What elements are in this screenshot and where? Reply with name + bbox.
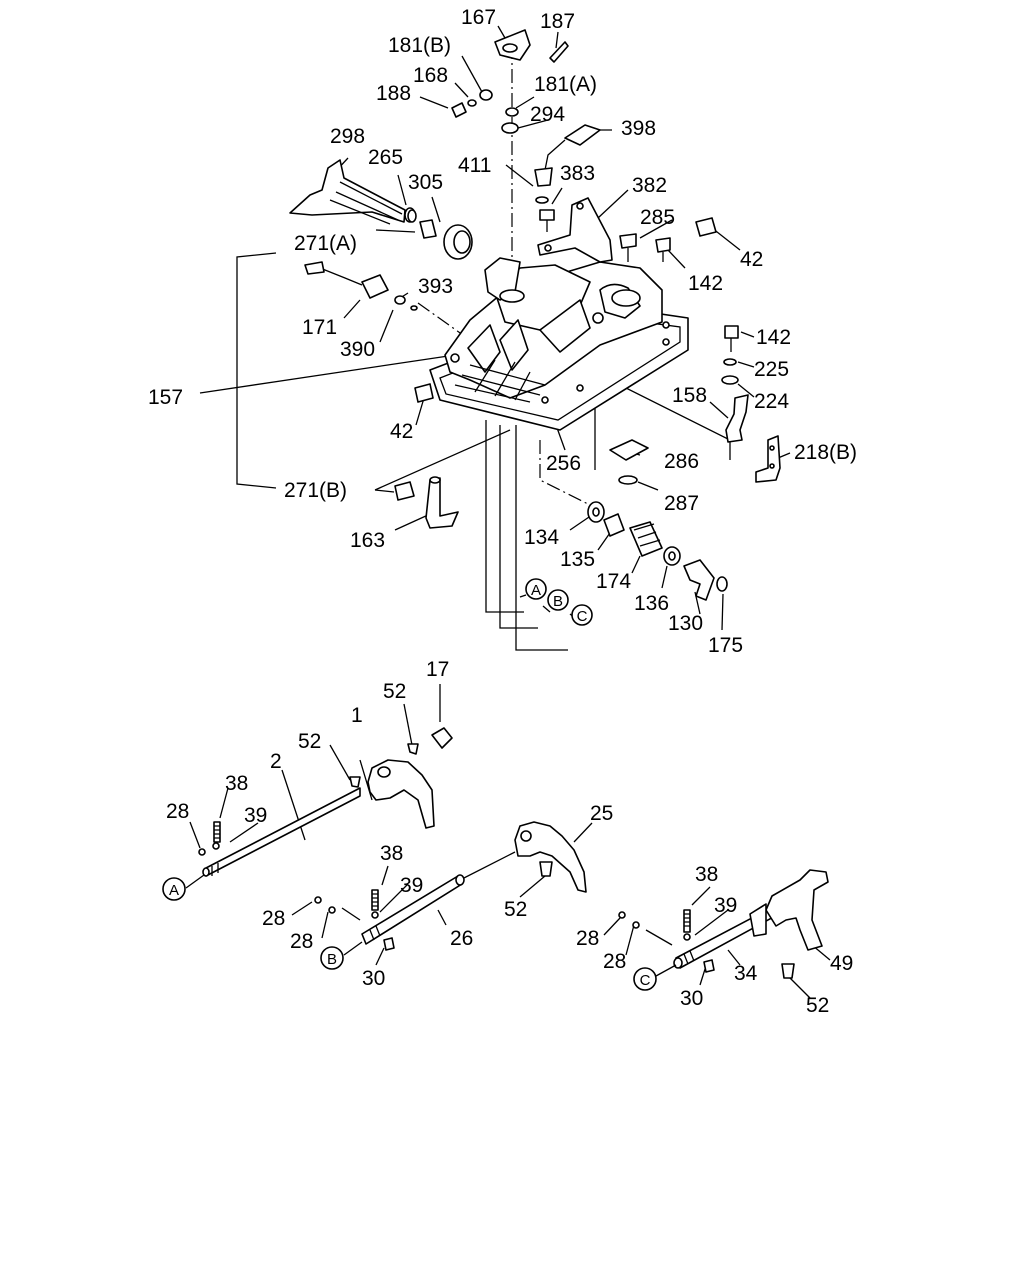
lever-158 — [725, 394, 749, 443]
part-label-167: 167 — [461, 6, 496, 29]
part-label-17: 17 — [426, 658, 449, 681]
part-label-174: 174 — [596, 570, 631, 593]
shift-fork-assembly — [185, 727, 829, 979]
part-label-305: 305 — [408, 171, 443, 194]
part-label-42b: 42 — [390, 420, 413, 443]
part-label-52d: 52 — [806, 994, 829, 1017]
part-label-382: 382 — [632, 174, 667, 197]
part-label-28a: 28 — [166, 800, 189, 823]
part-label-287: 287 — [664, 492, 699, 515]
bracket-218b — [755, 435, 781, 483]
spring-38a — [213, 821, 221, 843]
shift-shaft-298 — [289, 159, 406, 223]
part-label-390: 390 — [340, 338, 375, 361]
part-label-42a: 42 — [740, 248, 763, 271]
part-label-25: 25 — [590, 802, 613, 825]
part-label-271b: 271(B) — [284, 479, 347, 502]
part-label-286: 286 — [664, 450, 699, 473]
part-labels: 167 187 181(B) 168 181(A) 188 294 398 29… — [148, 6, 857, 1017]
circled-markers: A B C A B C — [162, 578, 657, 991]
shift-fork-49 — [765, 869, 829, 951]
circle-marker-b1: B — [547, 589, 569, 611]
part-label-181a: 181(A) — [534, 73, 597, 96]
shift-fork-25 — [514, 821, 587, 893]
circle-label-b2: B — [327, 951, 337, 968]
pin-163 — [425, 477, 459, 529]
part-label-39a: 39 — [244, 804, 267, 827]
part-label-175: 175 — [708, 634, 743, 657]
part-label-28e: 28 — [603, 950, 626, 973]
part-label-142b: 142 — [756, 326, 791, 349]
part-label-49: 49 — [830, 952, 853, 975]
circle-label-b1: B — [553, 593, 563, 610]
part-label-188: 188 — [376, 82, 411, 105]
circle-marker-c2: C — [633, 967, 657, 991]
circle-marker-b2: B — [320, 946, 344, 970]
part-label-224: 224 — [754, 390, 789, 413]
circle-label-a1: A — [531, 582, 541, 599]
part-label-39c: 39 — [714, 894, 737, 917]
part-label-38b: 38 — [380, 842, 403, 865]
part-label-294: 294 — [530, 103, 565, 126]
part-label-134: 134 — [524, 526, 559, 549]
part-label-142a: 142 — [688, 272, 723, 295]
part-label-39b: 39 — [400, 874, 423, 897]
part-label-135: 135 — [560, 548, 595, 571]
circle-marker-a1: A — [525, 578, 547, 600]
part-label-130: 130 — [668, 612, 703, 635]
part-label-52a: 52 — [383, 680, 406, 703]
part-label-38a: 38 — [225, 772, 248, 795]
part-label-30a: 30 — [362, 967, 385, 990]
circle-label-c1: C — [577, 608, 588, 625]
part-label-187: 187 — [540, 10, 575, 33]
leader-lines — [189, 25, 831, 999]
part-label-136: 136 — [634, 592, 669, 615]
shift-rod-2 — [205, 787, 361, 877]
part-label-218b: 218(B) — [794, 441, 857, 464]
part-label-158: 158 — [672, 384, 707, 407]
part-label-26: 26 — [450, 927, 473, 950]
part-label-30b: 30 — [680, 987, 703, 1010]
circle-label-c2: C — [640, 972, 651, 989]
part-label-1: 1 — [351, 704, 363, 727]
spring-174 — [629, 521, 663, 557]
part-label-265: 265 — [368, 146, 403, 169]
circle-marker-c1: C — [571, 604, 593, 626]
part-label-411: 411 — [458, 154, 491, 177]
part-label-2: 2 — [270, 750, 282, 773]
part-label-34: 34 — [734, 962, 758, 985]
part-label-171: 171 — [302, 316, 337, 339]
part-label-285: 285 — [640, 206, 675, 229]
part-label-181b: 181(B) — [388, 34, 451, 57]
bracket-382 — [537, 197, 613, 263]
part-label-28b: 28 — [262, 907, 285, 930]
part-label-398: 398 — [621, 117, 656, 140]
part-label-393: 393 — [418, 275, 453, 298]
part-label-28d: 28 — [576, 927, 599, 950]
shift-housing-assembly — [289, 29, 781, 601]
part-label-383: 383 — [560, 162, 595, 185]
circle-label-a2: A — [169, 882, 179, 899]
part-label-298: 298 — [330, 125, 365, 148]
part-label-38c: 38 — [695, 863, 718, 886]
part-label-52b: 52 — [298, 730, 321, 753]
part-label-52c: 52 — [504, 898, 527, 921]
part-label-271a: 271(A) — [294, 232, 357, 255]
part-label-225: 225 — [754, 358, 789, 381]
part-label-157: 157 — [148, 386, 183, 409]
part-label-168: 168 — [413, 64, 448, 87]
part-label-256: 256 — [546, 452, 581, 475]
circle-marker-a2: A — [162, 877, 186, 901]
part-label-28c: 28 — [290, 930, 313, 953]
part-label-163: 163 — [350, 529, 385, 552]
